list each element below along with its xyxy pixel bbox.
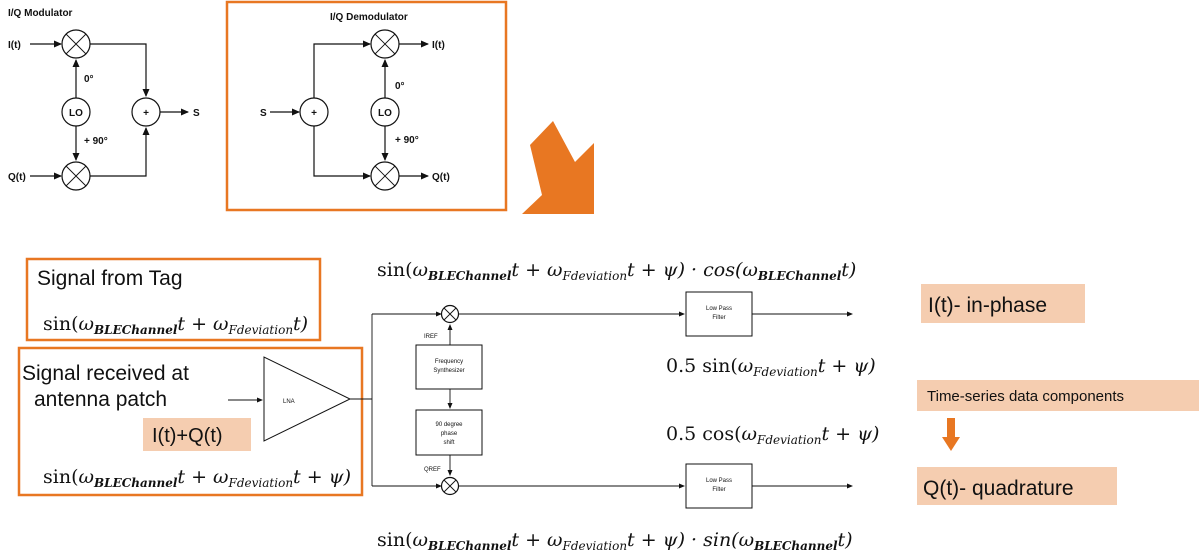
demodulator-output-q: Q(t) (432, 172, 450, 183)
phase-shifter (415, 409, 483, 456)
synth-label-line1: Frequency (435, 359, 463, 365)
modulator-output-s: S (193, 108, 200, 119)
in-phase-highlight (921, 284, 1085, 323)
quadrature-label: Q(t)- quadrature (923, 477, 1074, 500)
received-expression: sin(ωBLEChannelt + ωFdeviationt + ψ) (43, 466, 351, 490)
time-series-label: Time-series data components (927, 388, 1124, 405)
time-series-highlight (917, 380, 1199, 411)
qref-label: QREF (424, 467, 441, 473)
antenna-title-line1: Signal received at (22, 362, 189, 385)
rx-mixer-i (440, 304, 460, 324)
low-pass-filter-i (685, 291, 753, 337)
big-arrow-icon (522, 121, 594, 214)
demodulator-lo-label: LO (378, 108, 392, 119)
frequency-synthesizer (415, 344, 483, 390)
shift-label-line2: phase (441, 431, 458, 437)
lna-label: LNA (283, 399, 295, 405)
q-output-expression: 0.5 cos(ωFdeviationt + ψ) (666, 423, 879, 447)
tag-frame (25, 257, 322, 342)
demodulator-input-s: S (260, 108, 267, 119)
mixer-q-expression: sin(ωBLEChannelt + ωFdeviationt + ψ) · s… (377, 529, 853, 552)
iq-demodulator: I/Q Demodulator S + LO 0° + 90° I(t) Q(t… (225, 0, 508, 212)
antenna-frame (17, 346, 364, 497)
shift-label-line1: 90 degree (435, 422, 463, 428)
demodulator-frame (225, 0, 508, 212)
modulator-phase-0: 0° (84, 74, 94, 85)
lpf-q-label-line1: Low Pass (706, 478, 732, 484)
demodulator-output-i: I(t) (432, 40, 445, 51)
iref-label: IREF (424, 334, 438, 340)
receiver-section: Signal from Tag sin(ωBLEChannelt + ωFdev… (17, 257, 879, 552)
modulator-mixer-q (61, 161, 91, 191)
low-pass-filter-q (685, 463, 753, 509)
modulator-title: I/Q Modulator (8, 8, 73, 19)
output-labels: I(t)- in-phase Time-series data componen… (917, 284, 1199, 505)
lpf-i-label-line1: Low Pass (706, 306, 732, 312)
down-arrow-icon (942, 418, 960, 451)
lna-amplifier (263, 356, 352, 442)
quadrature-highlight (917, 467, 1117, 505)
demodulator-phase-0: 0° (395, 81, 405, 92)
modulator-input-q: Q(t) (8, 172, 26, 183)
demodulator-mixer-i (370, 29, 400, 59)
shift-label-line3: shift (443, 440, 454, 446)
demodulator-phase-90: + 90° (395, 135, 419, 146)
in-phase-label: I(t)- in-phase (928, 294, 1047, 317)
modulator-input-i: I(t) (8, 40, 21, 51)
demodulator-summer-label: + (311, 108, 317, 119)
modulator-mixer-i (61, 29, 91, 59)
iq-sum-label: I(t)+Q(t) (152, 425, 223, 447)
synth-label-line2: Synthesizer (433, 368, 464, 374)
iq-modulator: I/Q Modulator I(t) Q(t) LO 0° + 90° + S (8, 8, 200, 191)
lpf-i-label-line2: Filter (712, 315, 725, 321)
rx-mixer-q (440, 476, 460, 496)
lpf-q-label-line2: Filter (712, 487, 725, 493)
antenna-title-line2: antenna patch (34, 388, 167, 411)
modulator-lo-label: LO (69, 108, 83, 119)
demodulator-title: I/Q Demodulator (330, 12, 408, 23)
tag-title: Signal from Tag (37, 267, 183, 290)
modulator-summer-label: + (143, 108, 149, 119)
modulator-phase-90: + 90° (84, 136, 108, 147)
mixer-i-expression: sin(ωBLEChannelt + ωFdeviationt + ψ) · c… (377, 259, 856, 283)
tag-expression: sin(ωBLEChannelt + ωFdeviationt) (43, 313, 308, 337)
iq-sum-highlight (143, 418, 251, 451)
i-output-expression: 0.5 sin(ωFdeviationt + ψ) (666, 355, 876, 379)
demodulator-mixer-q (370, 161, 400, 191)
